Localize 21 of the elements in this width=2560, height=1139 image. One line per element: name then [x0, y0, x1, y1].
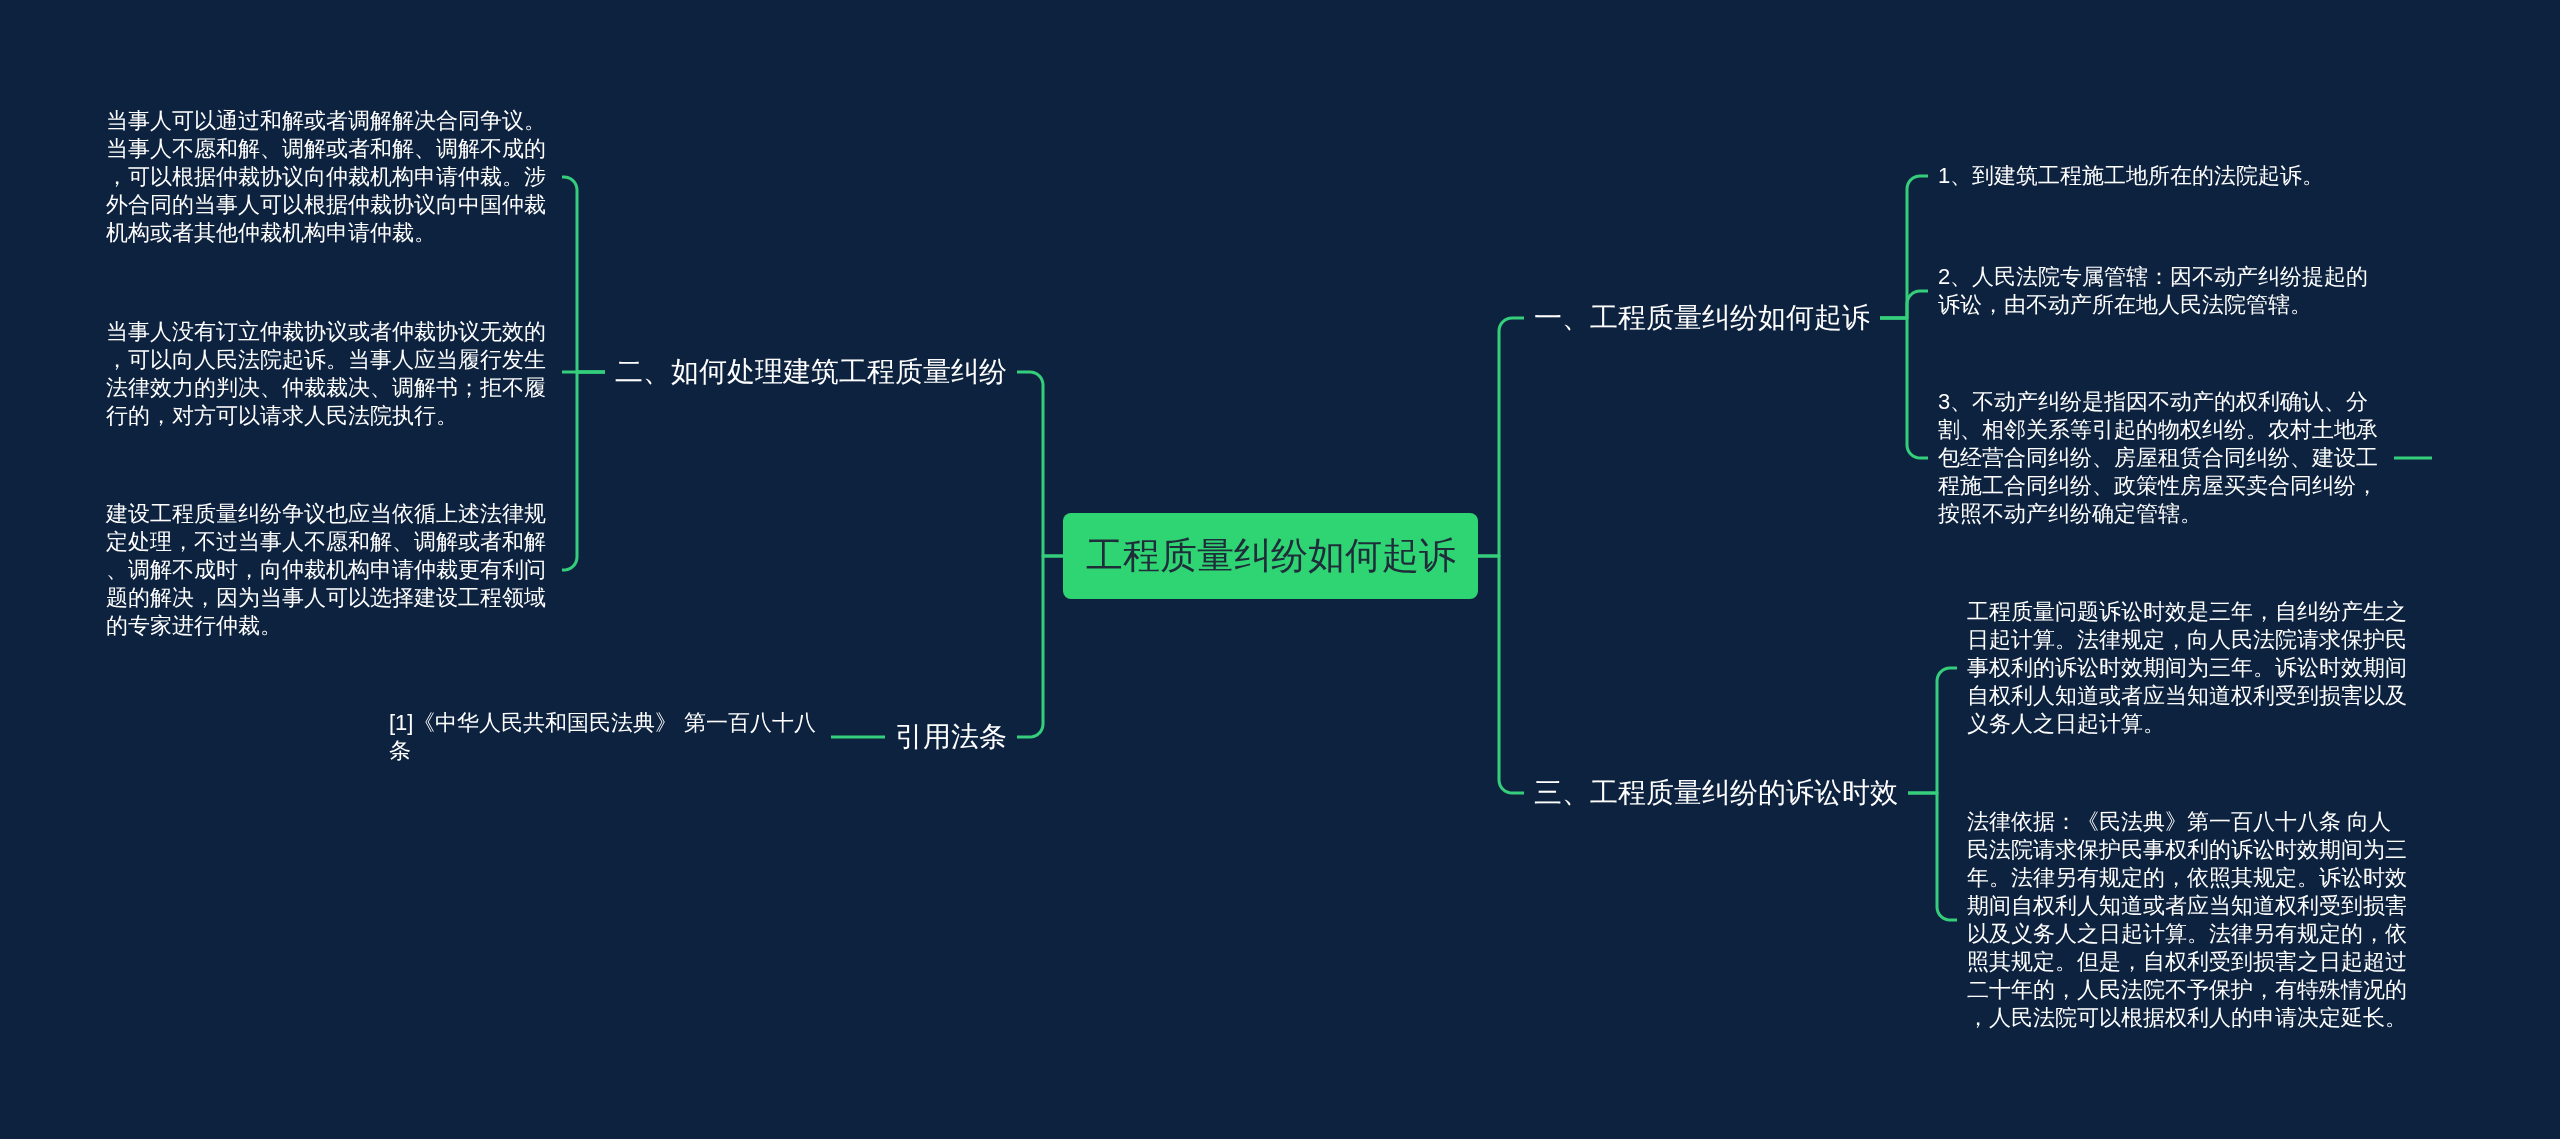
- branch-line: [561, 370, 605, 572]
- note-text: 法律依据：《民法典》第一百八十八条 向人民法院请求保护民事权利的诉讼时效期间为三年。法律另有规定的，依照其规定。诉讼时效期间自权利人知道或者应当知道权利受到损害以及义务人之日起计算。法律另有规定的，依照其规定。但是，自权利受到损害之日起超过二十年的，人民法院不予保护，有特殊情况的，人民法院可以根据权利人的申请决定延长。: [1957, 808, 2423, 1032]
- topic-label: 二、如何处理建筑工程质量纠纷: [605, 354, 1017, 390]
- branch-line: [1017, 554, 1063, 739]
- branch-line: [1908, 791, 1957, 922]
- note-text: 建设工程质量纠纷争议也应当依循上述法律规定处理，不过当事人不愿和解、调解或者和解、调解不成时，向仲裁机构申请仲裁更有利问题的解决，因为当事人可以选择建设工程领域的专家进行仲裁。: [96, 500, 562, 640]
- note-text: 当事人没有订立仲裁协议或者仲裁协议无效的，可以向人民法院起诉。当事人应当履行发生法律效力的判决、仲裁裁决、调解书；拒不履行的，对方可以请求人民法院执行。: [96, 318, 562, 430]
- note-text: 2、人民法院专属管辖：因不动产纠纷提起的诉讼，由不动产所在地人民法院管辖。: [1928, 263, 2394, 319]
- branch-line: [1478, 554, 1524, 795]
- branch-line: [1880, 316, 1928, 460]
- topic-label: 一、工程质量纠纷如何起诉: [1524, 300, 1880, 336]
- branch-line: [2394, 456, 2432, 460]
- central-topic: 工程质量纠纷如何起诉: [1063, 513, 1478, 599]
- topic-label: 引用法条: [885, 719, 1017, 755]
- note-text: 当事人可以通过和解或者调解解决合同争议。当事人不愿和解、调解或者和解、调解不成的，可以根据仲裁协议向仲裁机构申请仲裁。涉外合同的当事人可以根据仲裁协议向中国仲裁机构或者其他仲裁机构申请仲裁。: [96, 107, 562, 247]
- note-text: 3、不动产纠纷是指因不动产的权利确认、分割、相邻关系等引起的物权纠纷。农村土地承包经营合同纠纷、房屋租赁合同纠纷、建设工程施工合同纠纷、政策性房屋买卖合同纠纷，按照不动产纠纷确定管辖。: [1928, 388, 2394, 528]
- note-text: 1、到建筑工程施工地所在的法院起诉。: [1928, 162, 2394, 190]
- note-text: [1]《中华人民共和国民法典》 第一百八十八条: [379, 709, 831, 765]
- branch-line: [831, 735, 885, 739]
- note-text: 工程质量问题诉讼时效是三年，自纠纷产生之日起计算。法律规定，向人民法院请求保护民事权利的诉讼时效期间为三年。诉讼时效期间自权利人知道或者应当知道权利受到损害以及义务人之日起计算。: [1957, 598, 2423, 738]
- topic-label: 三、工程质量纠纷的诉讼时效: [1524, 775, 1908, 811]
